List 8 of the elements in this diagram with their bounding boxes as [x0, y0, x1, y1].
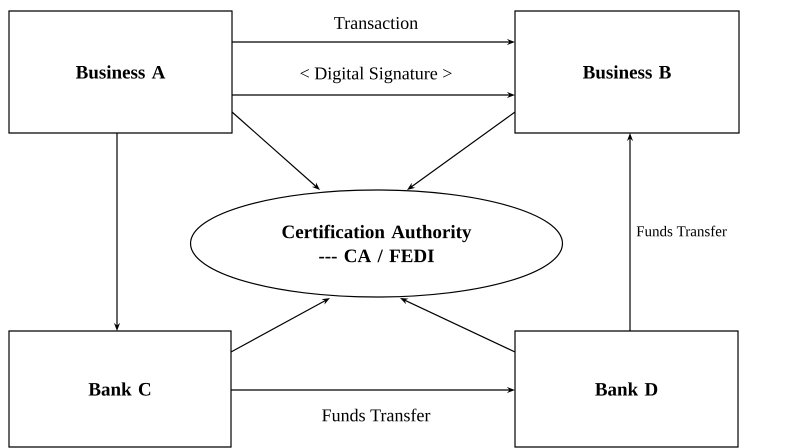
edge-label: Funds Transfer [320, 408, 432, 422]
edge-label: < Digital Signature > [298, 66, 454, 84]
edge-label: Funds Transfer [635, 224, 728, 238]
process-box: Business B [514, 10, 740, 134]
process-box: Business A [8, 10, 233, 134]
process-box: Bank D [514, 330, 739, 448]
edge-label: Transaction [332, 16, 420, 30]
process-box: Bank C [8, 330, 232, 448]
